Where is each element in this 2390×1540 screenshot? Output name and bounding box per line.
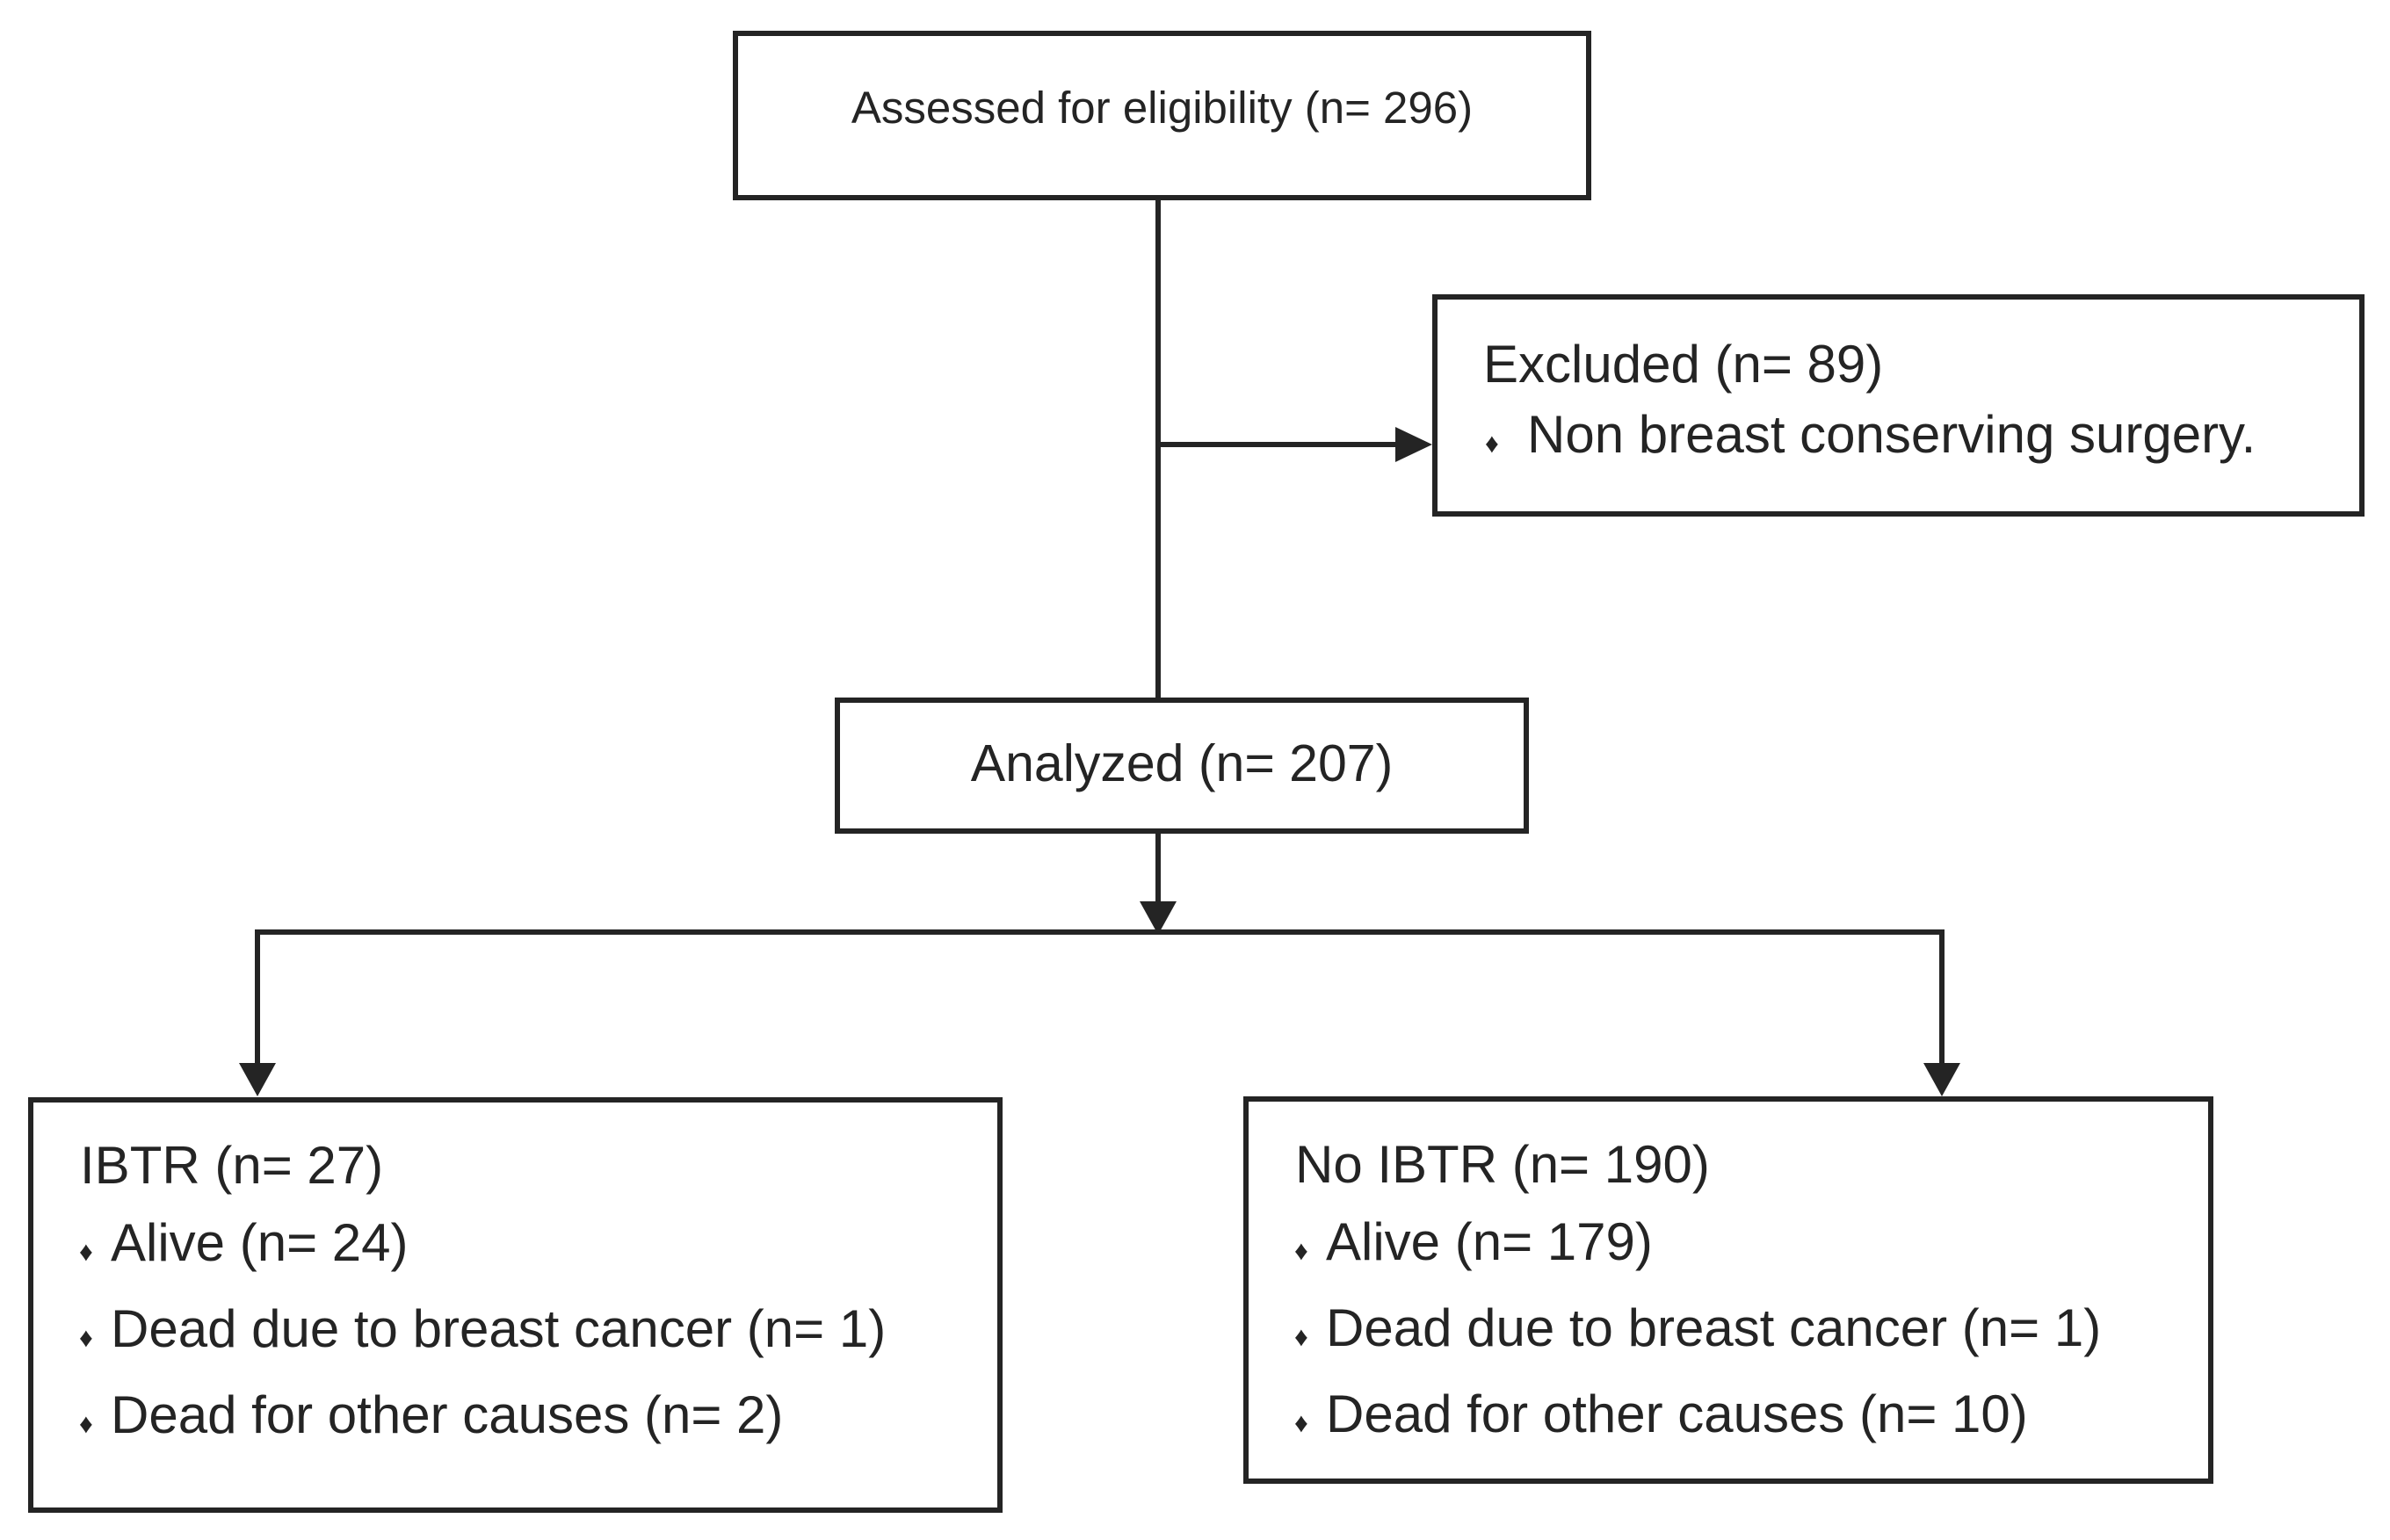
diamond-bullet-icon: ♦ [1294, 1321, 1308, 1352]
arrow-down-icon [1923, 1063, 1960, 1096]
ibtr-bullet-row: ♦ Dead due to breast cancer (n= 1) [33, 1291, 997, 1377]
no-ibtr-bullet-text: Dead due to breast cancer (n= 1) [1326, 1298, 2102, 1357]
diamond-bullet-icon: ♦ [79, 1408, 93, 1439]
excluded-title: Excluded (n= 89) [1483, 335, 1884, 394]
split-horizontal-line [255, 929, 1945, 935]
ibtr-bullet-text: Alive (n= 24) [111, 1213, 409, 1272]
no-ibtr-bullet-row: ♦ Dead for other causes (n= 10) [1249, 1376, 2208, 1462]
no-ibtr-bullet-row: ♦ Alive (n= 179) [1249, 1204, 2208, 1290]
analyzed-box: Analyzed (n= 207) [835, 698, 1529, 834]
no-ibtr-box: No IBTR (n= 190) ♦ Alive (n= 179) ♦ Dead… [1243, 1096, 2213, 1484]
assessed-label: Assessed for eligibility (n= 296) [851, 83, 1474, 133]
diamond-bullet-icon: ♦ [1294, 1407, 1308, 1438]
arrow-down-icon [239, 1063, 276, 1096]
connector-analyzed-vertical [1155, 833, 1161, 903]
ibtr-title: IBTR (n= 27) [80, 1136, 384, 1195]
ibtr-bullet-text: Dead for other causes (n= 2) [111, 1385, 784, 1444]
no-ibtr-bullet-text: Dead for other causes (n= 10) [1326, 1385, 2028, 1443]
no-ibtr-title: No IBTR (n= 190) [1295, 1135, 1710, 1194]
arrow-right-icon [1395, 427, 1432, 462]
no-ibtr-bullet-text: Alive (n= 179) [1326, 1212, 1653, 1271]
connector-ibtr-vertical [255, 929, 260, 1065]
connector-assessed-vertical [1155, 199, 1161, 698]
diamond-bullet-icon: ♦ [1485, 428, 1499, 459]
ibtr-bullet-row: ♦ Alive (n= 24) [33, 1204, 997, 1291]
ibtr-box: IBTR (n= 27) ♦ Alive (n= 24) ♦ Dead due … [28, 1097, 1003, 1513]
no-ibtr-bullet-row: ♦ Dead due to breast cancer (n= 1) [1249, 1290, 2208, 1376]
diamond-bullet-icon: ♦ [79, 1322, 93, 1353]
excluded-bullet-text: Non breast conserving surgery. [1527, 405, 2256, 464]
ibtr-bullet-text: Dead due to breast cancer (n= 1) [111, 1299, 887, 1358]
analyzed-label: Analyzed (n= 207) [970, 734, 1394, 792]
connector-excluded-horizontal [1158, 442, 1399, 447]
excluded-bullet-row: ♦ Non breast conserving surgery. [1438, 400, 2359, 479]
ibtr-bullet-row: ♦ Dead for other causes (n= 2) [33, 1377, 997, 1463]
diamond-bullet-icon: ♦ [1294, 1235, 1308, 1266]
diamond-bullet-icon: ♦ [79, 1236, 93, 1267]
connector-no-ibtr-vertical [1939, 929, 1945, 1065]
arrow-down-icon [1140, 901, 1177, 935]
assessed-box: Assessed for eligibility (n= 296) [733, 31, 1591, 200]
excluded-box: Excluded (n= 89) ♦ Non breast conserving… [1432, 294, 2365, 517]
